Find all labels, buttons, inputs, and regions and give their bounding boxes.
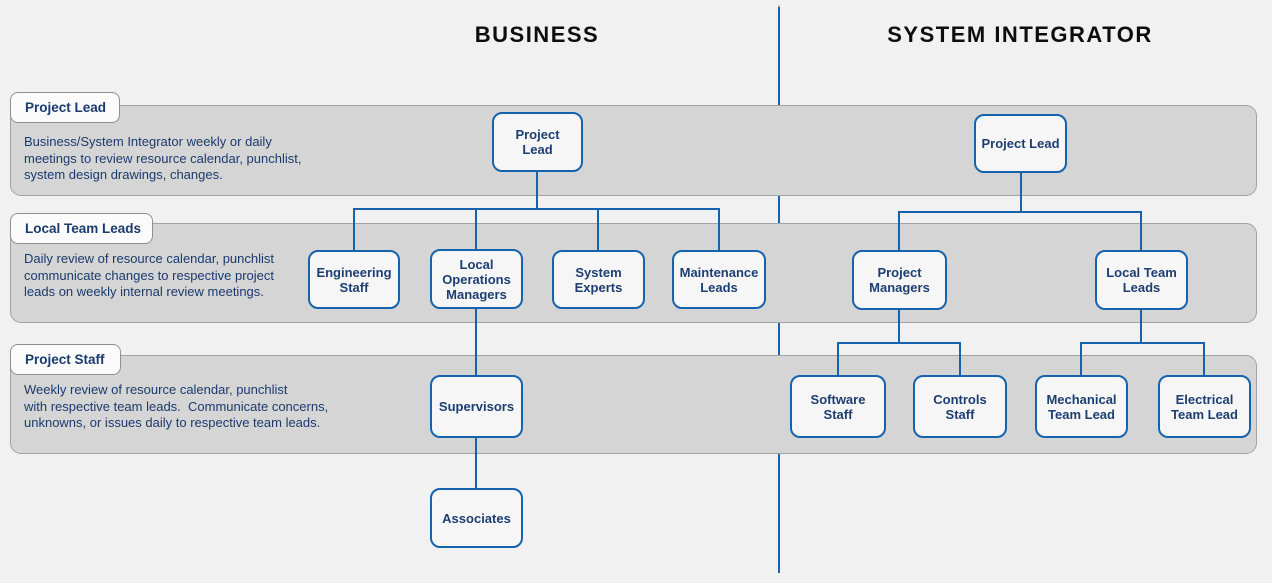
divider-endpoint-dot <box>778 5 780 8</box>
node-business-project-lead: Project Lead <box>492 112 583 172</box>
connector-localteamleads-down <box>1140 310 1142 344</box>
lane-description-project-lead: Business/System Integrator weekly or dai… <box>24 134 302 182</box>
connector-drop-maintenance-leads <box>718 208 720 250</box>
business-column-title: BUSINESS <box>474 22 600 47</box>
connector-ltl-children-horizontal <box>1080 342 1205 344</box>
node-software-staff: Software Staff <box>790 375 886 438</box>
node-project-managers: Project Managers <box>852 250 947 310</box>
lane-tab-local-team-leads: Local Team Leads <box>10 213 153 244</box>
connector-business-row2-horizontal <box>353 208 720 210</box>
node-associates: Associates <box>430 488 523 548</box>
connector-supervisors-to-associates <box>475 438 477 488</box>
connector-drop-local-team-leads <box>1140 211 1142 250</box>
lane-description-local-team-leads: Daily review of resource calendar, punch… <box>24 251 275 299</box>
connector-business-projectlead-down <box>536 171 538 209</box>
connector-drop-electrical-team-lead <box>1203 342 1205 375</box>
lane-description-project-staff: Weekly review of resource calendar, punc… <box>24 382 329 430</box>
node-system-experts: System Experts <box>552 250 645 309</box>
connector-drop-system-experts <box>597 208 599 250</box>
lane-tab-project-staff: Project Staff <box>10 344 121 375</box>
lane-tab-project-lead: Project Lead <box>10 92 120 123</box>
node-engineering-staff: Engineering Staff <box>308 250 400 309</box>
node-si-project-lead: Project Lead <box>974 114 1067 173</box>
connector-drop-engineering-staff <box>353 208 355 250</box>
connector-drop-project-managers <box>898 211 900 250</box>
node-maintenance-leads: Maintenance Leads <box>672 250 766 309</box>
connector-si-projectlead-down <box>1020 173 1022 213</box>
connector-drop-local-operations-managers <box>475 208 477 250</box>
node-mechanical-team-lead: Mechanical Team Lead <box>1035 375 1128 438</box>
connector-drop-controls-staff <box>959 342 961 375</box>
node-electrical-team-lead: Electrical Team Lead <box>1158 375 1251 438</box>
node-controls-staff: Controls Staff <box>913 375 1007 438</box>
node-supervisors: Supervisors <box>430 375 523 438</box>
node-local-team-leads: Local Team Leads <box>1095 250 1188 310</box>
connector-drop-mechanical-team-lead <box>1080 342 1082 375</box>
connector-drop-software-staff <box>837 342 839 375</box>
connector-pm-children-horizontal <box>837 342 961 344</box>
connector-localops-to-supervisors <box>475 308 477 375</box>
connector-projectmanagers-down <box>898 310 900 344</box>
system-integrator-column-title: SYSTEM INTEGRATOR <box>887 22 1153 47</box>
node-local-operations-managers: Local Operations Managers <box>430 249 523 309</box>
connector-si-row2-horizontal <box>898 211 1142 213</box>
